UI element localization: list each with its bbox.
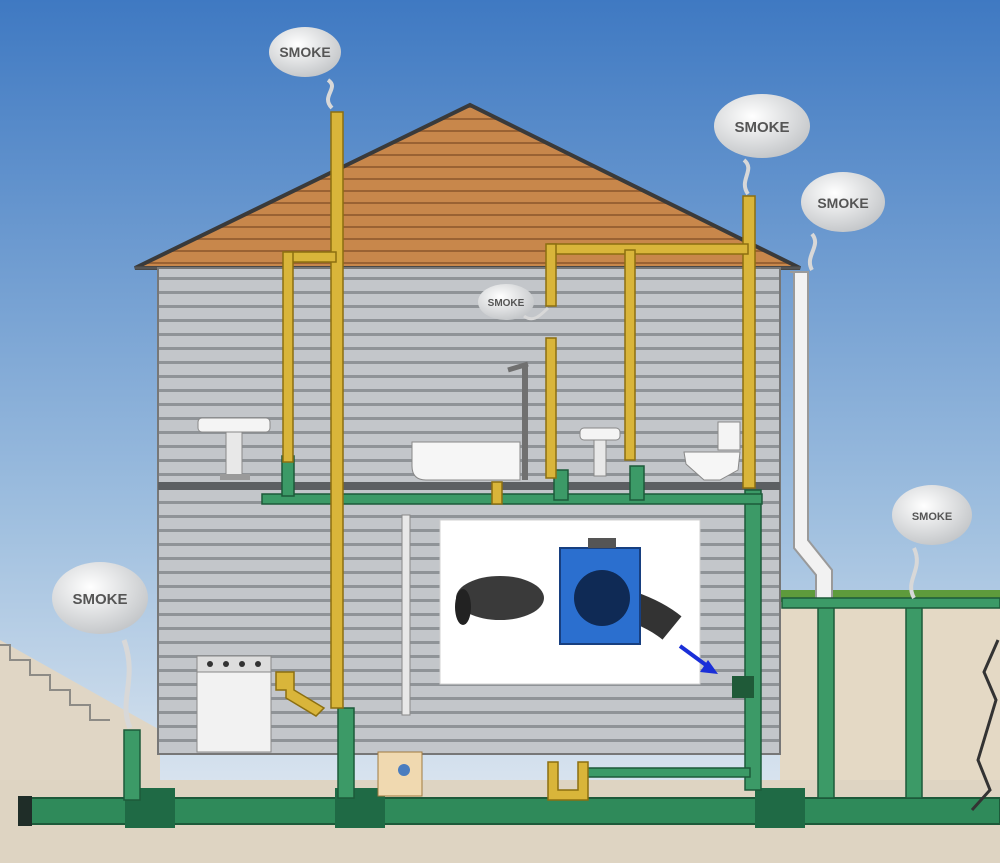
toilet-icon <box>683 421 741 481</box>
sink-icon-2 <box>579 427 621 477</box>
drain-pipes <box>123 455 1000 801</box>
stairs <box>0 644 110 721</box>
smoke-label-chimney-left: SMOKE <box>279 44 330 60</box>
smoke-cloud-vent-right-top: SMOKE <box>714 94 810 196</box>
smoke-label-cleanout-left: SMOKE <box>72 591 127 608</box>
smoke-label-bathroom-vent: SMOKE <box>488 298 525 309</box>
washer-box-icon <box>377 514 423 797</box>
smoke-label-yard-right: SMOKE <box>912 511 952 523</box>
smoke-cloud-bathroom-vent: SMOKE <box>478 284 550 321</box>
main-sewer-line <box>18 788 1000 828</box>
smoke-cloud-yard-right: SMOKE <box>892 485 972 599</box>
smoke-cloud-cleanout-left: SMOKE <box>52 562 148 729</box>
smoke-label-vent-right-top: SMOKE <box>734 119 789 136</box>
bathtub-icon <box>411 361 529 481</box>
stove-icon <box>196 655 272 753</box>
sink-icon <box>197 417 271 480</box>
cleanout-fitting <box>732 676 754 698</box>
smoke-cloud-chimney-left: SMOKE <box>269 27 341 110</box>
ground-crack <box>970 639 1000 812</box>
smoke-label-vent-gutter: SMOKE <box>817 195 868 211</box>
blower-panel <box>439 519 718 685</box>
smoke-blower-machine <box>559 538 641 645</box>
smoke-cloud-vent-gutter: SMOKE <box>801 172 885 271</box>
vent-pipes <box>275 111 756 801</box>
blue-arrow-icon <box>678 644 718 674</box>
